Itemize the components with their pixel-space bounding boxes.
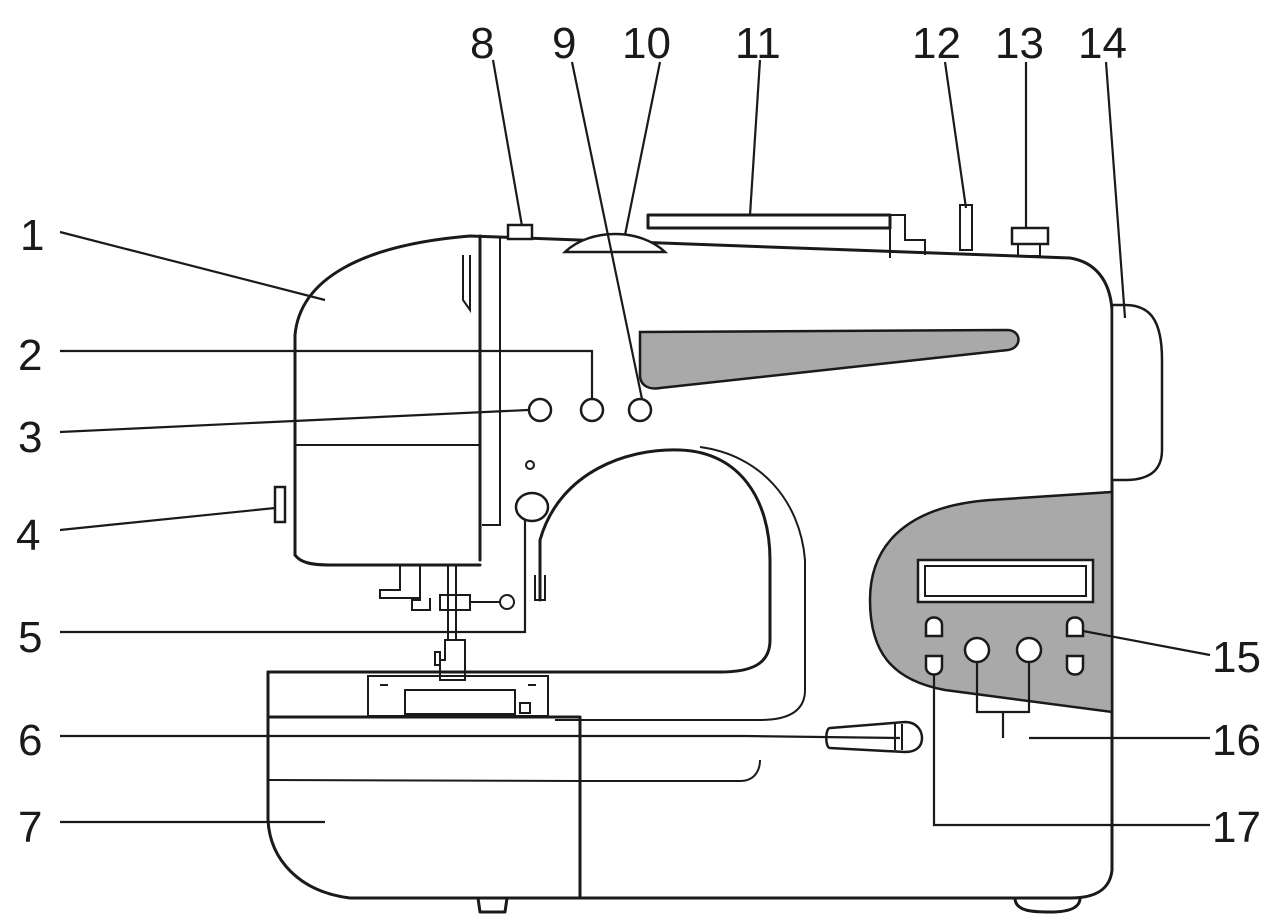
callout-labels: 1 2 3 4 5 6 7 8 9 10 11 12 13 14 15 16 1… — [16, 19, 1261, 852]
callout-17: 17 — [1212, 803, 1261, 852]
leader-14 — [1104, 61, 1127, 319]
leader-6 — [60, 734, 901, 740]
leader-17 — [932, 675, 1210, 827]
leader-3 — [59, 408, 529, 434]
leader-2 — [60, 349, 594, 398]
callout-1: 1 — [20, 211, 44, 260]
leader-5 — [60, 520, 527, 634]
panel-button-right[interactable] — [1015, 636, 1043, 664]
machine-base — [266, 670, 1082, 914]
selector-button-up-right[interactable] — [1065, 616, 1085, 638]
callout-6: 6 — [18, 716, 42, 765]
callout-4: 4 — [16, 511, 40, 560]
callout-5: 5 — [18, 613, 42, 662]
top-accent-panel — [638, 328, 1020, 390]
button-3[interactable] — [527, 397, 553, 423]
button-5[interactable] — [514, 491, 550, 523]
callout-3: 3 — [18, 413, 42, 462]
selector-button-down-left[interactable] — [924, 654, 944, 676]
leader-15 — [1082, 629, 1211, 657]
leader-4 — [59, 506, 276, 532]
selector-button-up-left[interactable] — [924, 616, 944, 638]
indicator-dot — [525, 460, 535, 470]
button-9[interactable] — [627, 397, 653, 423]
callout-2: 2 — [18, 331, 42, 380]
arm-opening — [534, 446, 806, 721]
needle-assembly — [379, 565, 515, 681]
callout-14: 14 — [1078, 19, 1127, 68]
leader-lines — [59, 59, 1211, 827]
selector-button-down-right[interactable] — [1065, 654, 1085, 676]
panel-button-left[interactable] — [963, 636, 991, 664]
leader-10 — [623, 61, 662, 236]
leader-8 — [491, 59, 524, 227]
callout-12: 12 — [912, 19, 961, 68]
control-panel-parts — [916, 558, 1095, 676]
callout-7: 7 — [18, 803, 42, 852]
callout-10: 10 — [622, 19, 671, 68]
machine-body — [266, 234, 1114, 900]
leader-12 — [943, 61, 968, 209]
callout-11: 11 — [735, 19, 781, 68]
leader-9 — [570, 61, 644, 400]
button-2[interactable] — [579, 397, 605, 423]
head-controls — [273, 397, 653, 524]
leader-11 — [748, 59, 762, 216]
callout-16: 16 — [1212, 716, 1261, 765]
top-fittings — [506, 204, 1050, 258]
callout-13: 13 — [995, 19, 1044, 68]
callout-8: 8 — [470, 19, 494, 68]
side-lever[interactable] — [273, 485, 287, 524]
callout-15: 15 — [1212, 633, 1261, 682]
handwheel — [1110, 303, 1164, 482]
leader-1 — [59, 230, 326, 302]
callout-9: 9 — [552, 19, 576, 68]
